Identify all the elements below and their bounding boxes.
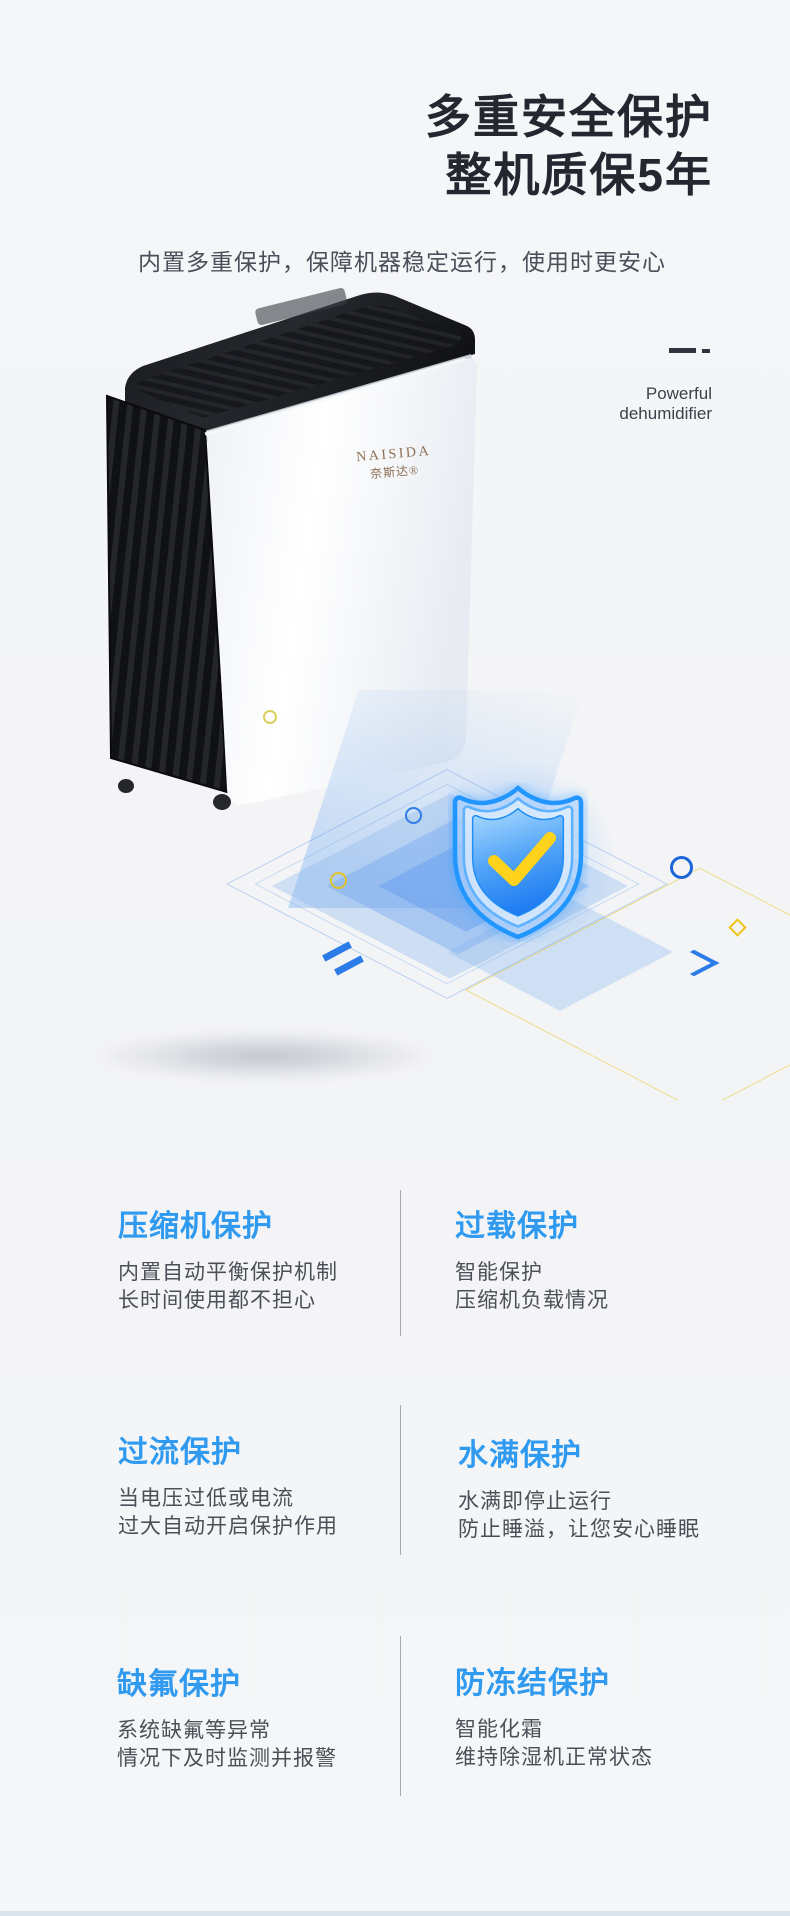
light-beam [288,690,584,908]
hero-caption: Powerful dehumidifier [619,384,712,424]
circle-decor-icon [405,807,422,824]
circle-decor-icon [330,872,347,889]
dehumidifier-product-image: NAISIDA 奈斯达® [105,287,477,810]
machine-wheel-left [118,779,134,793]
feature-title: 压缩机保护 [118,1210,273,1243]
column-divider [400,1190,401,1336]
platform-diamond-fill-small [378,840,554,932]
circle-decor-icon [670,856,693,879]
shield-check-icon [448,782,588,942]
machine-top-panel [125,292,475,432]
check-icon [488,832,556,886]
hero-caption-line-2: dehumidifier [619,404,712,423]
title-line-1: 多重安全保护 [425,91,713,143]
feature-desc-line: 智能保护 [455,1261,543,1284]
brand-logo-cn: 奈斯达® [370,463,420,481]
shield-glow [428,755,613,960]
feature-desc-line: 系统缺氟等异常 [117,1719,271,1742]
machine-front-highlight [204,357,466,436]
platform-diamond-outline [226,769,668,999]
feature-desc-line: 情况下及时监测并报警 [117,1747,337,1770]
feature-compressor-protection: 压缩机保护 内置自动平衡保护机制 长时间使用都不担心 [118,1211,438,1315]
hero-caption-line-1: Powerful [645,384,712,403]
feature-overload-protection: 过载保护 智能保护 压缩机负载情况 [455,1211,775,1315]
brand-logo-en: NAISIDA [356,444,432,465]
page-subtitle: 内置多重保护，保障机器稳定运行，使用时更安心 [138,249,666,275]
feature-desc-line: 当电压过低或电流 [118,1487,294,1510]
platform-diamond-yellow-outline [465,867,790,1100]
bottom-edge-strip [0,1911,790,1916]
feature-title: 防冻结保护 [455,1667,610,1700]
page-title: 多重安全保护 整机质保5年 [425,88,713,204]
feature-desc-line: 内置自动平衡保护机制 [118,1261,338,1284]
circle-decor-icon [263,710,277,724]
feature-desc-line: 长时间使用都不担心 [118,1289,316,1312]
platform-diamond-fill-large [271,793,629,979]
machine-wheel-right [213,794,231,810]
machine-side-vent [107,396,227,792]
corner-dash-icon [334,955,364,976]
platform-diamond-fill-lower [446,893,674,1011]
machine-front-panel [205,358,477,805]
platform-diamond-outline-inner [254,783,640,985]
machine-shadow [92,1030,437,1082]
machine-side-vent-edge [105,394,229,794]
feature-desc-line: 智能化霜 [455,1718,543,1741]
dash-long [669,348,696,353]
feature-title: 过载保护 [455,1210,579,1243]
decor-dash-mark [669,348,710,353]
feature-desc-line: 维持除湿机正常状态 [455,1746,653,1769]
corner-bracket-icon [668,949,720,977]
dash-short [702,348,710,353]
feature-desc-line: 防止睡溢，让您安心睡眠 [458,1518,700,1541]
machine-rim [201,354,473,442]
feature-desc-line: 过大自动开启保护作用 [118,1515,338,1538]
feature-overcurrent-protection: 过流保护 当电压过低或电流 过大自动开启保护作用 [118,1437,438,1541]
feature-title: 缺氟保护 [117,1668,241,1701]
feature-title: 过流保护 [118,1436,242,1469]
title-line-2: 整机质保5年 [445,149,713,201]
feature-water-full-protection: 水满保护 水满即停止运行 防止睡溢，让您安心睡眠 [458,1440,778,1544]
column-divider [400,1405,401,1555]
feature-antifreeze-protection: 防冻结保护 智能化霜 维持除湿机正常状态 [455,1668,775,1772]
feature-title: 水满保护 [458,1439,582,1472]
feature-desc-line: 压缩机负载情况 [455,1289,609,1312]
feature-desc-line: 水满即停止运行 [458,1490,612,1513]
column-divider [400,1636,401,1796]
feature-refrigerant-protection: 缺氟保护 系统缺氟等异常 情况下及时监测并报警 [117,1669,437,1773]
machine-control-display [255,287,347,326]
diamond-decor-icon [728,918,747,937]
platform-diamond-fill-mid [326,817,590,955]
machine-top-grille [137,305,461,418]
corner-dash-icon [322,941,352,962]
